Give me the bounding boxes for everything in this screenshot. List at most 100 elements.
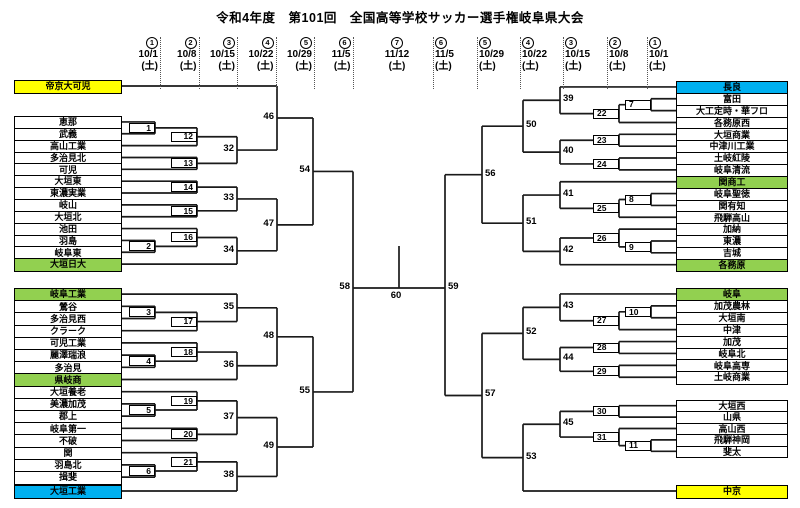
round-day: (土)	[565, 60, 582, 72]
match-number-label: 51	[526, 216, 537, 228]
round-number-icon: 3	[565, 37, 577, 49]
round-date: 10/15	[565, 49, 591, 60]
column-divider	[563, 37, 564, 89]
match-number-label: 58	[339, 281, 350, 292]
match-number-label: 54	[299, 164, 310, 176]
round-day: (土)	[479, 60, 496, 72]
match-number-label: 34	[223, 243, 234, 255]
match-number-box: 15	[171, 205, 197, 216]
bracket-connector-lines	[122, 85, 676, 492]
round-date: 10/8	[609, 49, 629, 60]
match-number-label: 37	[223, 410, 234, 422]
round-day: (土)	[388, 60, 406, 72]
match-number-label: 40	[563, 145, 574, 157]
column-divider	[433, 37, 434, 89]
team-box: 各務原	[676, 258, 788, 273]
match-number-box: 4	[129, 356, 155, 367]
match-number-label: 48	[263, 329, 274, 341]
match-number-label: 39	[563, 93, 574, 105]
round-date: 10/22	[522, 49, 548, 60]
round-day: (土)	[609, 60, 626, 72]
match-number-box: 24	[593, 158, 619, 169]
column-divider	[314, 37, 315, 89]
column-divider	[520, 37, 521, 89]
round-day: (土)	[141, 60, 158, 72]
column-divider	[477, 37, 478, 89]
round-number-icon: 4	[522, 37, 534, 49]
team-box: 土岐商業	[676, 371, 788, 385]
match-number-box: 17	[171, 316, 197, 327]
match-number-label: 45	[563, 417, 574, 429]
page-title: 令和4年度 第101回 全国高等学校サッカー選手権岐阜県大会	[216, 11, 584, 25]
round-number-icon: 2	[184, 37, 197, 49]
match-number-label: 35	[223, 300, 234, 312]
column-divider	[607, 37, 608, 89]
round-number-icon: 1	[649, 37, 661, 49]
round-number-icon: 3	[223, 37, 235, 49]
match-number-label: 50	[526, 119, 537, 131]
match-number-box: 25	[593, 203, 619, 214]
match-number-box: 18	[171, 347, 197, 358]
match-number-box: 7	[625, 99, 651, 110]
match-number-box: 20	[171, 429, 197, 440]
team-box: 揖斐	[14, 471, 122, 485]
round-date: 10/1	[138, 49, 158, 60]
match-number-box: 30	[593, 406, 619, 417]
team-box: 大垣日大	[14, 258, 122, 272]
match-number-label: 56	[485, 167, 496, 179]
round-date: 10/15	[209, 49, 235, 60]
match-number-label: 44	[563, 352, 574, 364]
round-date: 10/22	[248, 49, 274, 60]
round-day: (土)	[522, 60, 539, 72]
match-number-box: 23	[593, 135, 619, 146]
match-number-box: 31	[593, 432, 619, 443]
column-divider	[647, 37, 648, 89]
final-match-number-label: 60	[390, 290, 402, 301]
match-number-label: 33	[223, 191, 234, 203]
match-number-box: 8	[625, 194, 651, 205]
round-day: (土)	[333, 60, 351, 72]
match-number-label: 42	[563, 244, 574, 256]
round-day: (土)	[295, 60, 312, 72]
match-number-box: 9	[625, 241, 651, 252]
match-number-box: 27	[593, 315, 619, 326]
match-number-label: 41	[563, 188, 574, 200]
round-day: (土)	[179, 60, 197, 72]
match-number-box: 28	[593, 342, 619, 353]
round-number-icon: 4	[261, 37, 274, 49]
round-number-icon: 1	[146, 37, 158, 49]
match-number-box: 21	[171, 456, 197, 467]
round-number-icon: 5	[300, 37, 312, 49]
match-number-box: 6	[129, 466, 155, 476]
round-date: 10/29	[479, 49, 505, 60]
match-number-label: 59	[448, 281, 459, 292]
match-number-label: 53	[526, 450, 537, 462]
team-box: 帝京大可児	[14, 80, 122, 94]
round-date: 11/5	[331, 49, 351, 60]
round-number-icon: 7	[391, 37, 403, 49]
match-number-label: 55	[299, 384, 310, 396]
round-number-icon: 6	[435, 37, 447, 49]
match-number-box: 14	[171, 182, 197, 193]
match-number-box: 3	[129, 307, 155, 318]
round-day: (土)	[256, 60, 274, 72]
match-number-label: 47	[263, 217, 274, 229]
column-divider	[237, 37, 238, 89]
match-number-box: 5	[129, 405, 155, 415]
match-number-label: 32	[223, 143, 234, 155]
match-number-box: 10	[625, 306, 651, 317]
round-date: 11/5	[435, 49, 454, 60]
match-number-label: 57	[485, 388, 496, 400]
